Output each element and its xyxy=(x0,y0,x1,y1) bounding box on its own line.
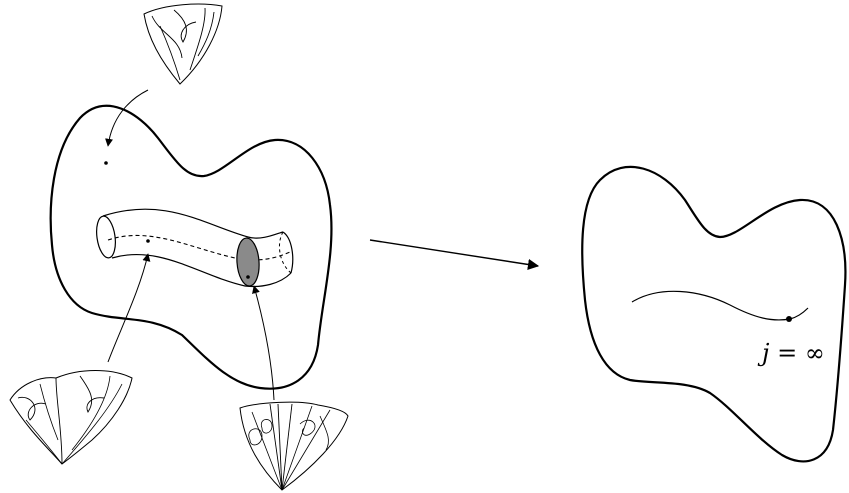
tube-fiber-sketch xyxy=(9,370,133,465)
tube-fiber-curve-4 xyxy=(39,383,59,441)
tube-lower-edge xyxy=(111,253,292,288)
singular-fiber-disk xyxy=(236,237,260,287)
tube-right-end-hidden xyxy=(278,231,292,274)
tube-fiber-curve-5 xyxy=(71,375,111,451)
smooth-fiber-curve-3 xyxy=(189,7,206,71)
tube-fiber-curve-2 xyxy=(17,396,47,421)
singular-point xyxy=(246,275,250,279)
tube-right-end xyxy=(282,231,294,274)
singular-fiber-line-2 xyxy=(277,403,283,491)
singular-fiber-outline xyxy=(239,401,349,491)
projection-arrow xyxy=(369,239,540,270)
base-surface: j = ∞ xyxy=(581,165,847,463)
singular-fiber-arrow xyxy=(252,285,275,401)
tube-point xyxy=(146,239,150,243)
singular-fiber-loop-3 xyxy=(299,419,316,436)
smooth-fiber-sketch xyxy=(143,3,223,85)
tube-fiber-outline xyxy=(9,370,133,465)
smooth-fiber-curve-4 xyxy=(197,11,215,57)
singular-fiber-loop-2 xyxy=(260,419,273,434)
smooth-fiber-point xyxy=(104,161,108,165)
tube-fiber-curve-7 xyxy=(61,383,123,465)
singular-fiber-curve-1 xyxy=(319,415,329,451)
tube-left-end xyxy=(96,215,116,259)
singular-fiber-sketch xyxy=(239,401,349,491)
smooth-fiber-curve-1 xyxy=(151,15,183,59)
singular-fiber-line-4 xyxy=(251,411,283,491)
singular-fiber-line-5 xyxy=(281,409,331,491)
singular-fiber-line-3 xyxy=(281,403,293,491)
discriminant-core-curve xyxy=(107,234,291,261)
smooth-fiber-curve-2 xyxy=(173,9,197,43)
singular-fiber-loop-1 xyxy=(248,428,263,446)
singular-fiber-line-1 xyxy=(269,403,283,491)
tubular-neighborhood xyxy=(96,208,294,288)
tube-fiber-curve-3 xyxy=(79,375,105,413)
tube-upper-edge xyxy=(102,208,284,239)
j-infinity-label: j = ∞ xyxy=(757,339,825,367)
total-space-outline xyxy=(49,104,333,390)
tube-fiber-curve-6 xyxy=(25,419,63,465)
j-infinity-point xyxy=(786,316,792,322)
tube-fiber-arrow xyxy=(107,253,151,363)
tube-fiber-curve-1 xyxy=(55,377,63,465)
smooth-fiber-outline xyxy=(143,3,223,85)
smooth-fiber-arrow xyxy=(105,89,149,147)
smooth-fiber-curve-5 xyxy=(159,25,181,81)
total-space-surface xyxy=(49,104,333,390)
base-outline xyxy=(581,165,847,463)
discriminant-locus xyxy=(631,290,809,321)
